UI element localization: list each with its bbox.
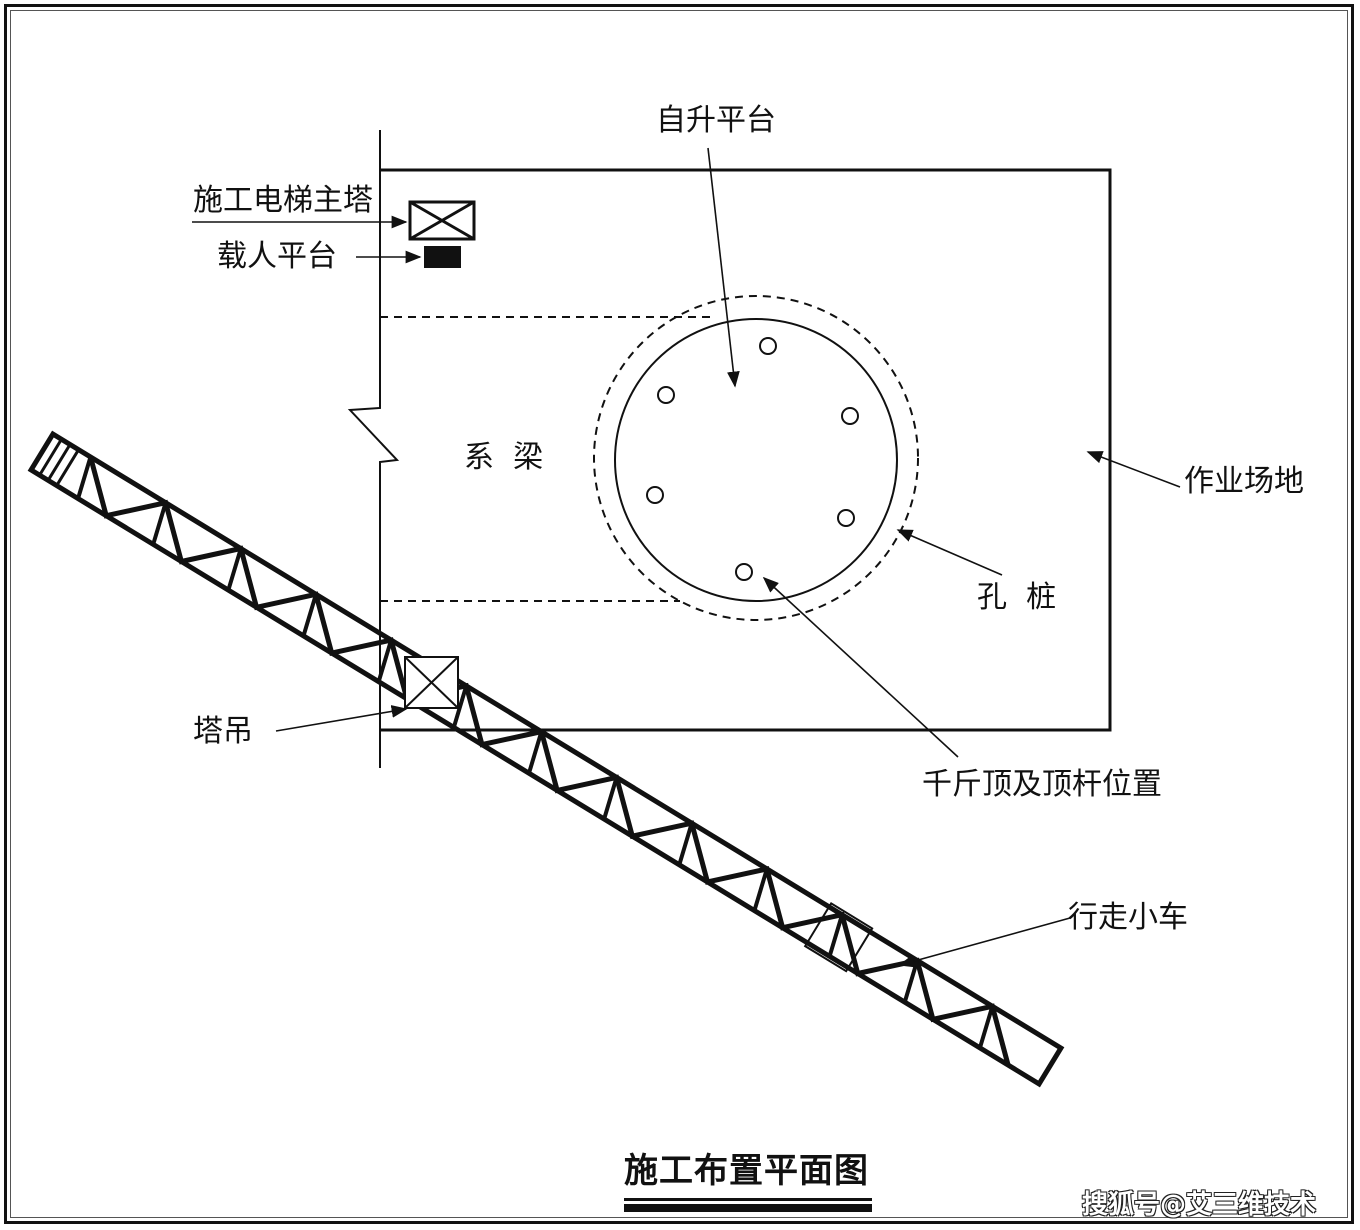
label-work-site: 作业场地 (1184, 464, 1304, 499)
platform-dashed-circle (593, 295, 919, 621)
label-trolley: 行走小车 (1068, 900, 1188, 935)
label-self-lifting-platform: 自升平台 (656, 103, 776, 138)
crane-mast-box (404, 656, 459, 709)
jib-strut (677, 822, 694, 866)
break-line (347, 130, 400, 768)
elevator-tower-box (408, 200, 476, 241)
jib-strut (752, 868, 769, 912)
watermark: 搜狐号@艾三维技术 (1082, 1190, 1317, 1220)
jib-strut (151, 502, 168, 545)
pile-circle (614, 318, 898, 602)
label-elevator-tower: 施工电梯主塔 (193, 183, 373, 218)
jib-strut (451, 685, 469, 729)
jib-strut (301, 593, 318, 637)
jib-chords (27, 430, 1065, 1088)
label-tie-beam: 系 梁 (464, 440, 544, 475)
drawing-title: 施工布置平面图 (624, 1143, 872, 1212)
jack-holes (646, 337, 859, 581)
title-underline-thick (624, 1204, 872, 1212)
jib-strut (226, 547, 243, 591)
jib-strut (827, 914, 844, 957)
jib-tip-bar (46, 443, 72, 482)
work-site-outline (380, 168, 1112, 732)
trolley (803, 902, 874, 973)
jib-lacing (88, 456, 1011, 1066)
label-bored-pile: 孔 桩 (977, 580, 1057, 615)
jib-strut (527, 731, 544, 774)
jib-strut (602, 776, 619, 820)
jib-strut (902, 959, 920, 1003)
crane-jib (27, 430, 1065, 1088)
jib-tip-bar (38, 438, 63, 476)
drawing-frame (4, 4, 1354, 1224)
jib-strut (76, 456, 93, 500)
leader-lines (192, 147, 1181, 968)
passenger-platform (424, 246, 461, 268)
title-underline (624, 1198, 872, 1201)
jib-tip-bar (55, 448, 80, 487)
label-jack-position: 千斤顶及顶杆位置 (922, 767, 1162, 802)
jib-strut (977, 1005, 995, 1049)
jib-strut (376, 639, 394, 683)
label-passenger-platform: 载人平台 (217, 239, 337, 274)
label-tower-crane: 塔吊 (193, 714, 253, 749)
